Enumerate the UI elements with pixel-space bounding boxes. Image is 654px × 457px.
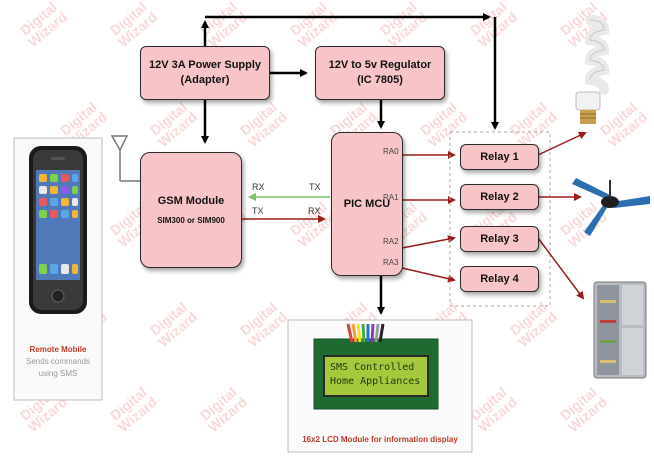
regulator-label: 12V to 5v Regulator <box>328 59 432 71</box>
lcd-text-line1: SMS Controlled <box>330 362 415 373</box>
remote-mobile-line3: using SMS <box>38 369 78 378</box>
relay-1-block: Relay 1 <box>460 144 539 170</box>
gsm-label: GSM Module <box>157 195 225 207</box>
relay-group-frame <box>449 131 551 307</box>
pic-mcu-block: PIC MCU <box>331 132 403 276</box>
appliance-lines <box>537 131 587 300</box>
power-lines <box>201 13 499 315</box>
signal-tx-mcu: TX <box>309 182 321 192</box>
remote-mobile-title: Remote Mobile <box>29 345 87 354</box>
pin-ra2: RA2 <box>383 237 399 246</box>
relay-lines <box>401 151 456 283</box>
bulb-icon <box>575 15 610 124</box>
gsm-module-block: GSM Module SIM300 or SIM900 <box>140 152 242 268</box>
refrigerator-icon <box>593 281 647 379</box>
gsm-sublabel: SIM300 or SIM900 <box>157 216 225 225</box>
power-supply-sublabel: (Adapter) <box>180 74 230 86</box>
signal-rx-gsm: RX <box>252 182 265 192</box>
pin-ra3: RA3 <box>383 258 399 267</box>
phone-icon <box>29 146 87 314</box>
relay-4-block: Relay 4 <box>460 266 539 292</box>
signal-tx-gsm: TX <box>252 206 264 216</box>
antenna-icon <box>110 135 140 182</box>
relay-1-label: Relay 1 <box>480 150 519 163</box>
remote-mobile-line2: Sends commands <box>25 357 91 366</box>
ceiling-fan-icon <box>572 178 650 236</box>
power-supply-label: 12V 3A Power Supply <box>148 59 262 71</box>
regulator-sublabel: (IC 7805) <box>357 74 403 86</box>
relay-2-label: Relay 2 <box>480 190 519 203</box>
pin-ra0: RA0 <box>383 147 399 156</box>
lcd-text-line2: Home Appliances <box>330 376 421 387</box>
lcd-caption: 16x2 LCD Module for information display <box>302 435 458 444</box>
mcu-label: PIC MCU <box>343 197 391 210</box>
relay-4-label: Relay 4 <box>480 272 519 285</box>
regulator-block: 12V to 5v Regulator (IC 7805) <box>315 46 445 100</box>
power-supply-block: 12V 3A Power Supply (Adapter) <box>140 46 270 100</box>
relay-3-label: Relay 3 <box>480 232 519 245</box>
pin-ra1: RA1 <box>383 193 399 202</box>
relay-3-block: Relay 3 <box>460 226 539 252</box>
lcd-module-icon <box>313 323 439 410</box>
relay-2-block: Relay 2 <box>460 184 539 210</box>
signal-rx-mcu: RX <box>308 206 321 216</box>
